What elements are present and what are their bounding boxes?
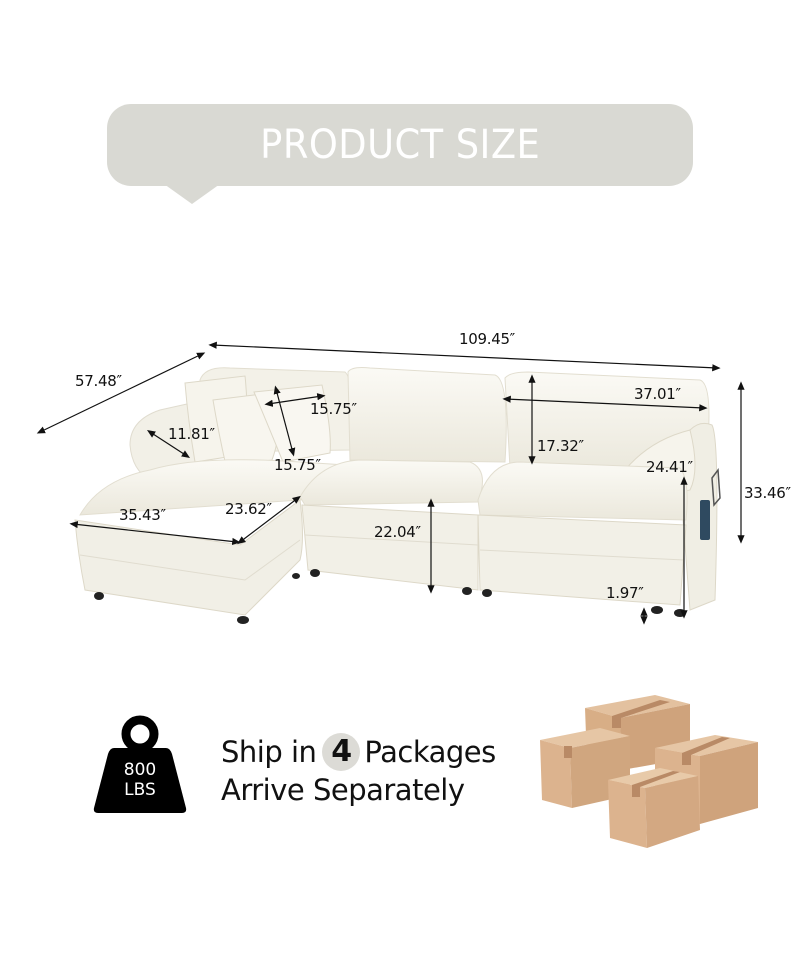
armrest-width-label: 11.81″ bbox=[168, 425, 215, 443]
banner-pointer bbox=[164, 184, 220, 204]
weight-icon bbox=[93, 715, 187, 813]
sofa-diagram bbox=[0, 300, 800, 640]
shipping-line-2: Arrive Separately bbox=[221, 773, 465, 807]
arm-height-label: 24.41″ bbox=[646, 458, 693, 476]
ottoman-width-label: 35.43″ bbox=[119, 506, 166, 524]
ship-suffix: Packages bbox=[364, 735, 496, 769]
banner-title: PRODUCT SIZE bbox=[259, 122, 541, 168]
pillow-height-label: 15.75″ bbox=[274, 456, 321, 474]
backrest-height-label: 17.32″ bbox=[537, 437, 584, 455]
overall-height-label: 33.46″ bbox=[744, 484, 791, 502]
leg-height-label: 1.97″ bbox=[606, 584, 644, 602]
package-count-badge: 4 bbox=[322, 733, 361, 771]
weight-unit: LBS bbox=[124, 780, 156, 800]
seat-height-label: 22.04″ bbox=[374, 523, 421, 541]
overall-width-label: 109.45″ bbox=[459, 330, 515, 348]
shipping-info: Ship in 4 Packages Arrive Separately bbox=[221, 733, 496, 809]
overall-depth-label: 57.48″ bbox=[75, 372, 122, 390]
product-size-banner: PRODUCT SIZE bbox=[107, 104, 693, 186]
shipping-line-1: Ship in 4 Packages bbox=[221, 733, 496, 771]
packages-illustration bbox=[540, 695, 758, 848]
sofa-illustration bbox=[36, 341, 745, 625]
ottoman-depth-label: 23.62″ bbox=[225, 500, 272, 518]
ship-prefix: Ship in bbox=[221, 735, 317, 769]
pillow-width-label: 15.75″ bbox=[310, 400, 357, 418]
seat-width-label: 37.01″ bbox=[634, 385, 681, 403]
weight-value: 800 bbox=[123, 760, 157, 780]
weight-label: 800 LBS bbox=[92, 760, 188, 800]
